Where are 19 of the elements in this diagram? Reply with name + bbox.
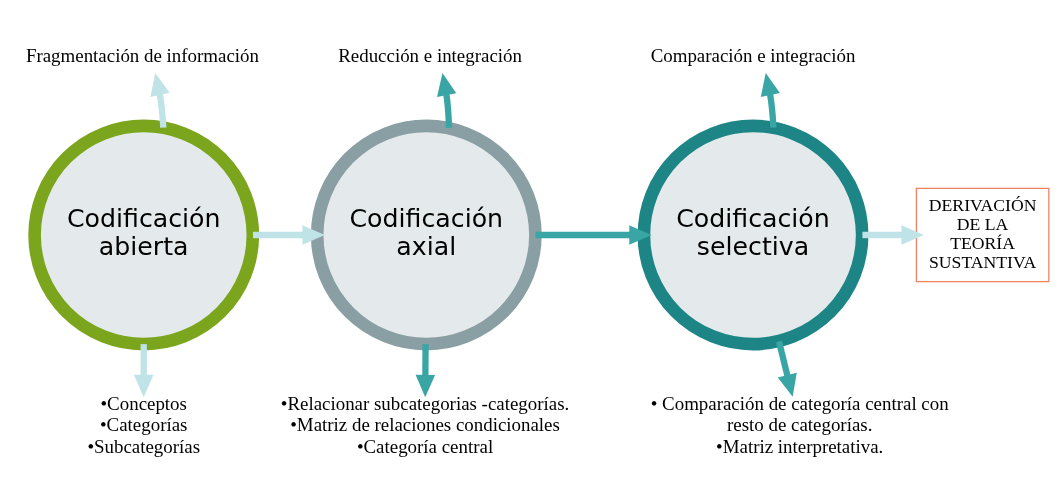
arrow — [150, 73, 170, 128]
node-circle: Codificación selectiva — [637, 119, 869, 351]
node-text: Comparación e integración — [650, 45, 856, 67]
node-circle: Codificación axial — [310, 119, 542, 351]
arrow — [253, 225, 325, 245]
arrow — [535, 225, 652, 245]
node-text: •Conceptos •Categorías •Subcategorías — [87, 392, 201, 457]
node-text: • Comparación de categoría central con resto de categorías. •Matriz interpretativa. — [650, 392, 949, 457]
arrow — [133, 344, 154, 398]
arrow — [415, 344, 436, 398]
arrow — [775, 340, 797, 397]
arrow — [862, 225, 924, 245]
node-text: Fragmentación de información — [25, 45, 260, 67]
node-circle: Codificación abierta — [28, 119, 260, 351]
arrow — [437, 73, 457, 129]
arrow — [760, 73, 780, 128]
node-box: DERIVACIÓN DE LA TEORÍA SUSTANTIVA — [915, 187, 1050, 283]
node-text: •Relacionar subcategorias -categorías. •Matriz de relaciones condicionales •Categoría central — [280, 392, 570, 457]
node-text: Reducción e integración — [338, 45, 522, 67]
